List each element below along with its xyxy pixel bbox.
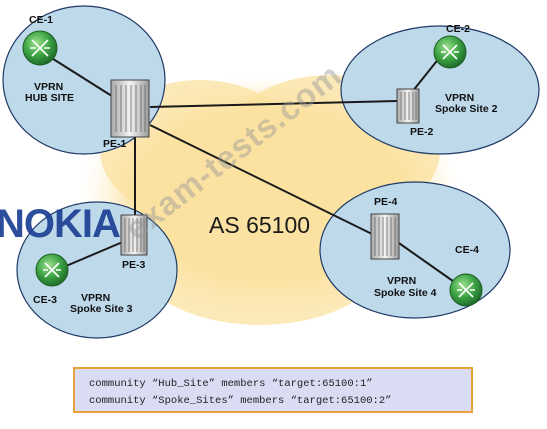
pe4-label: PE-4	[374, 196, 398, 208]
spoke3-vprn-label: VPRN	[81, 292, 111, 304]
hub-vprn-label: VPRN	[34, 81, 64, 93]
ce1-router-icon	[22, 30, 58, 66]
ce2-router-icon	[433, 35, 467, 69]
nokia-logo: NOKIA	[0, 202, 121, 246]
pe3-label: PE-3	[122, 259, 146, 271]
link-ce1-pe1	[49, 56, 116, 99]
spoke-site-2-region	[340, 25, 540, 155]
pe2-label: PE-2	[410, 126, 434, 138]
links	[49, 56, 461, 287]
pe2-switch-chassis-icon	[396, 88, 420, 124]
spoke4-site-label: Spoke Site 4	[374, 287, 437, 299]
ce3-router-icon	[35, 253, 69, 287]
community-config-box: community “Hub_Site” members “target:651…	[73, 367, 473, 413]
link-ce3-pe3	[58, 240, 126, 270]
pe1-label: PE-1	[103, 138, 127, 150]
as-number-label: AS 65100	[209, 212, 311, 238]
config-line-hub: community “Hub_Site” members “target:651…	[89, 378, 373, 390]
spoke4-vprn-label: VPRN	[387, 275, 417, 287]
link-pe1-pe4	[149, 124, 373, 235]
ce1-label: CE-1	[29, 14, 53, 26]
pe3-switch-chassis-icon	[120, 214, 148, 256]
ce4-router-icon	[449, 273, 483, 307]
ce3-label: CE-3	[33, 294, 57, 306]
link-pe1-pe2	[149, 100, 398, 108]
spoke2-site-label: Spoke Site 2	[435, 103, 498, 115]
link-ce4-pe4	[395, 240, 461, 287]
config-line-spokes: community “Spoke_Sites” members “target:…	[89, 395, 392, 407]
link-ce2-pe2	[411, 56, 441, 93]
spoke2-vprn-label: VPRN	[445, 92, 475, 104]
pe1-switch-chassis-icon	[110, 79, 150, 138]
pe4-switch-chassis-icon	[370, 213, 400, 260]
hub-site-label: HUB SITE	[25, 92, 75, 104]
ce4-label: CE-4	[455, 244, 479, 256]
spoke3-site-label: Spoke Site 3	[70, 303, 133, 315]
ce2-label: CE-2	[446, 23, 470, 35]
